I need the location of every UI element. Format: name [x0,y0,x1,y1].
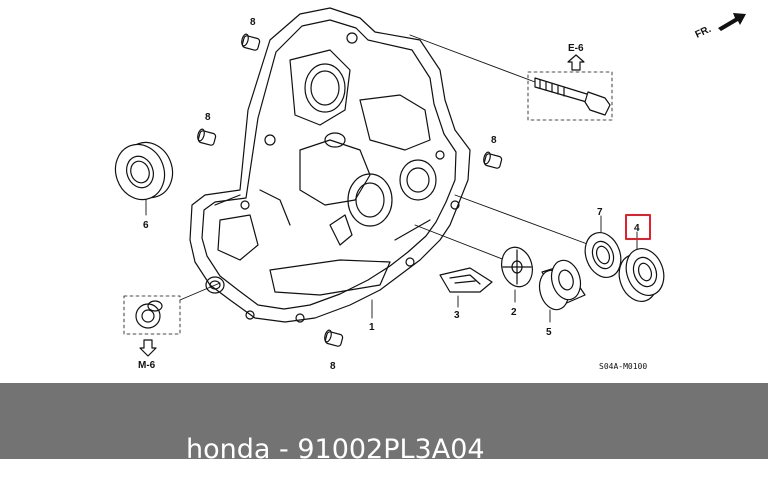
callout-2: 2 [511,307,517,318]
dowel-pin-bottom [324,329,344,347]
caption-bar [0,383,768,459]
leader-lines [145,34,638,323]
case-bolt [527,71,613,121]
callout-7: 7 [597,207,603,218]
callout-3: 3 [454,310,460,321]
callout-8-left: 8 [205,112,211,123]
dowel-pin-right [483,151,503,169]
callout-1: 1 [369,322,375,333]
ref-e6-label: E-6 [568,43,584,54]
oil-seal [114,141,174,201]
diagram-code: S04A-M0100 [599,362,647,371]
roller-bearing [538,259,586,311]
bearing-seal [584,232,622,278]
callout-4: 4 [634,223,640,234]
down-arrow-icon [139,339,157,357]
brand-part-number: honda - 91002PL3A04 [186,434,485,465]
ref-m6-label: M-6 [138,360,156,371]
callout-8-bottom: 8 [330,361,336,372]
up-arrow-icon [567,54,585,71]
callout-6: 6 [143,220,149,231]
position-number: N - 4 [517,465,582,496]
callout-8-right: 8 [491,135,497,146]
dowel-pin-left [197,128,217,146]
callout-8-top: 8 [250,17,256,28]
oil-guide-plate [439,267,493,293]
dowel-pin-top [241,33,261,51]
callout-4-highlight [625,214,651,240]
front-arrow-icon [718,13,746,31]
callout-5: 5 [546,327,552,338]
breather-cap [501,246,533,288]
small-seal [123,295,181,335]
caption: honda - 91002PL3A04 N - 4 [0,403,768,496]
transmission-case [189,7,471,323]
ball-bearing [618,248,665,302]
front-marker-label: FR. [694,24,713,41]
exploded-parts-diagram: FR. E-6 M-6 8 8 8 8 6 7 4 1 2 3 5 S04A-M… [114,7,746,372]
